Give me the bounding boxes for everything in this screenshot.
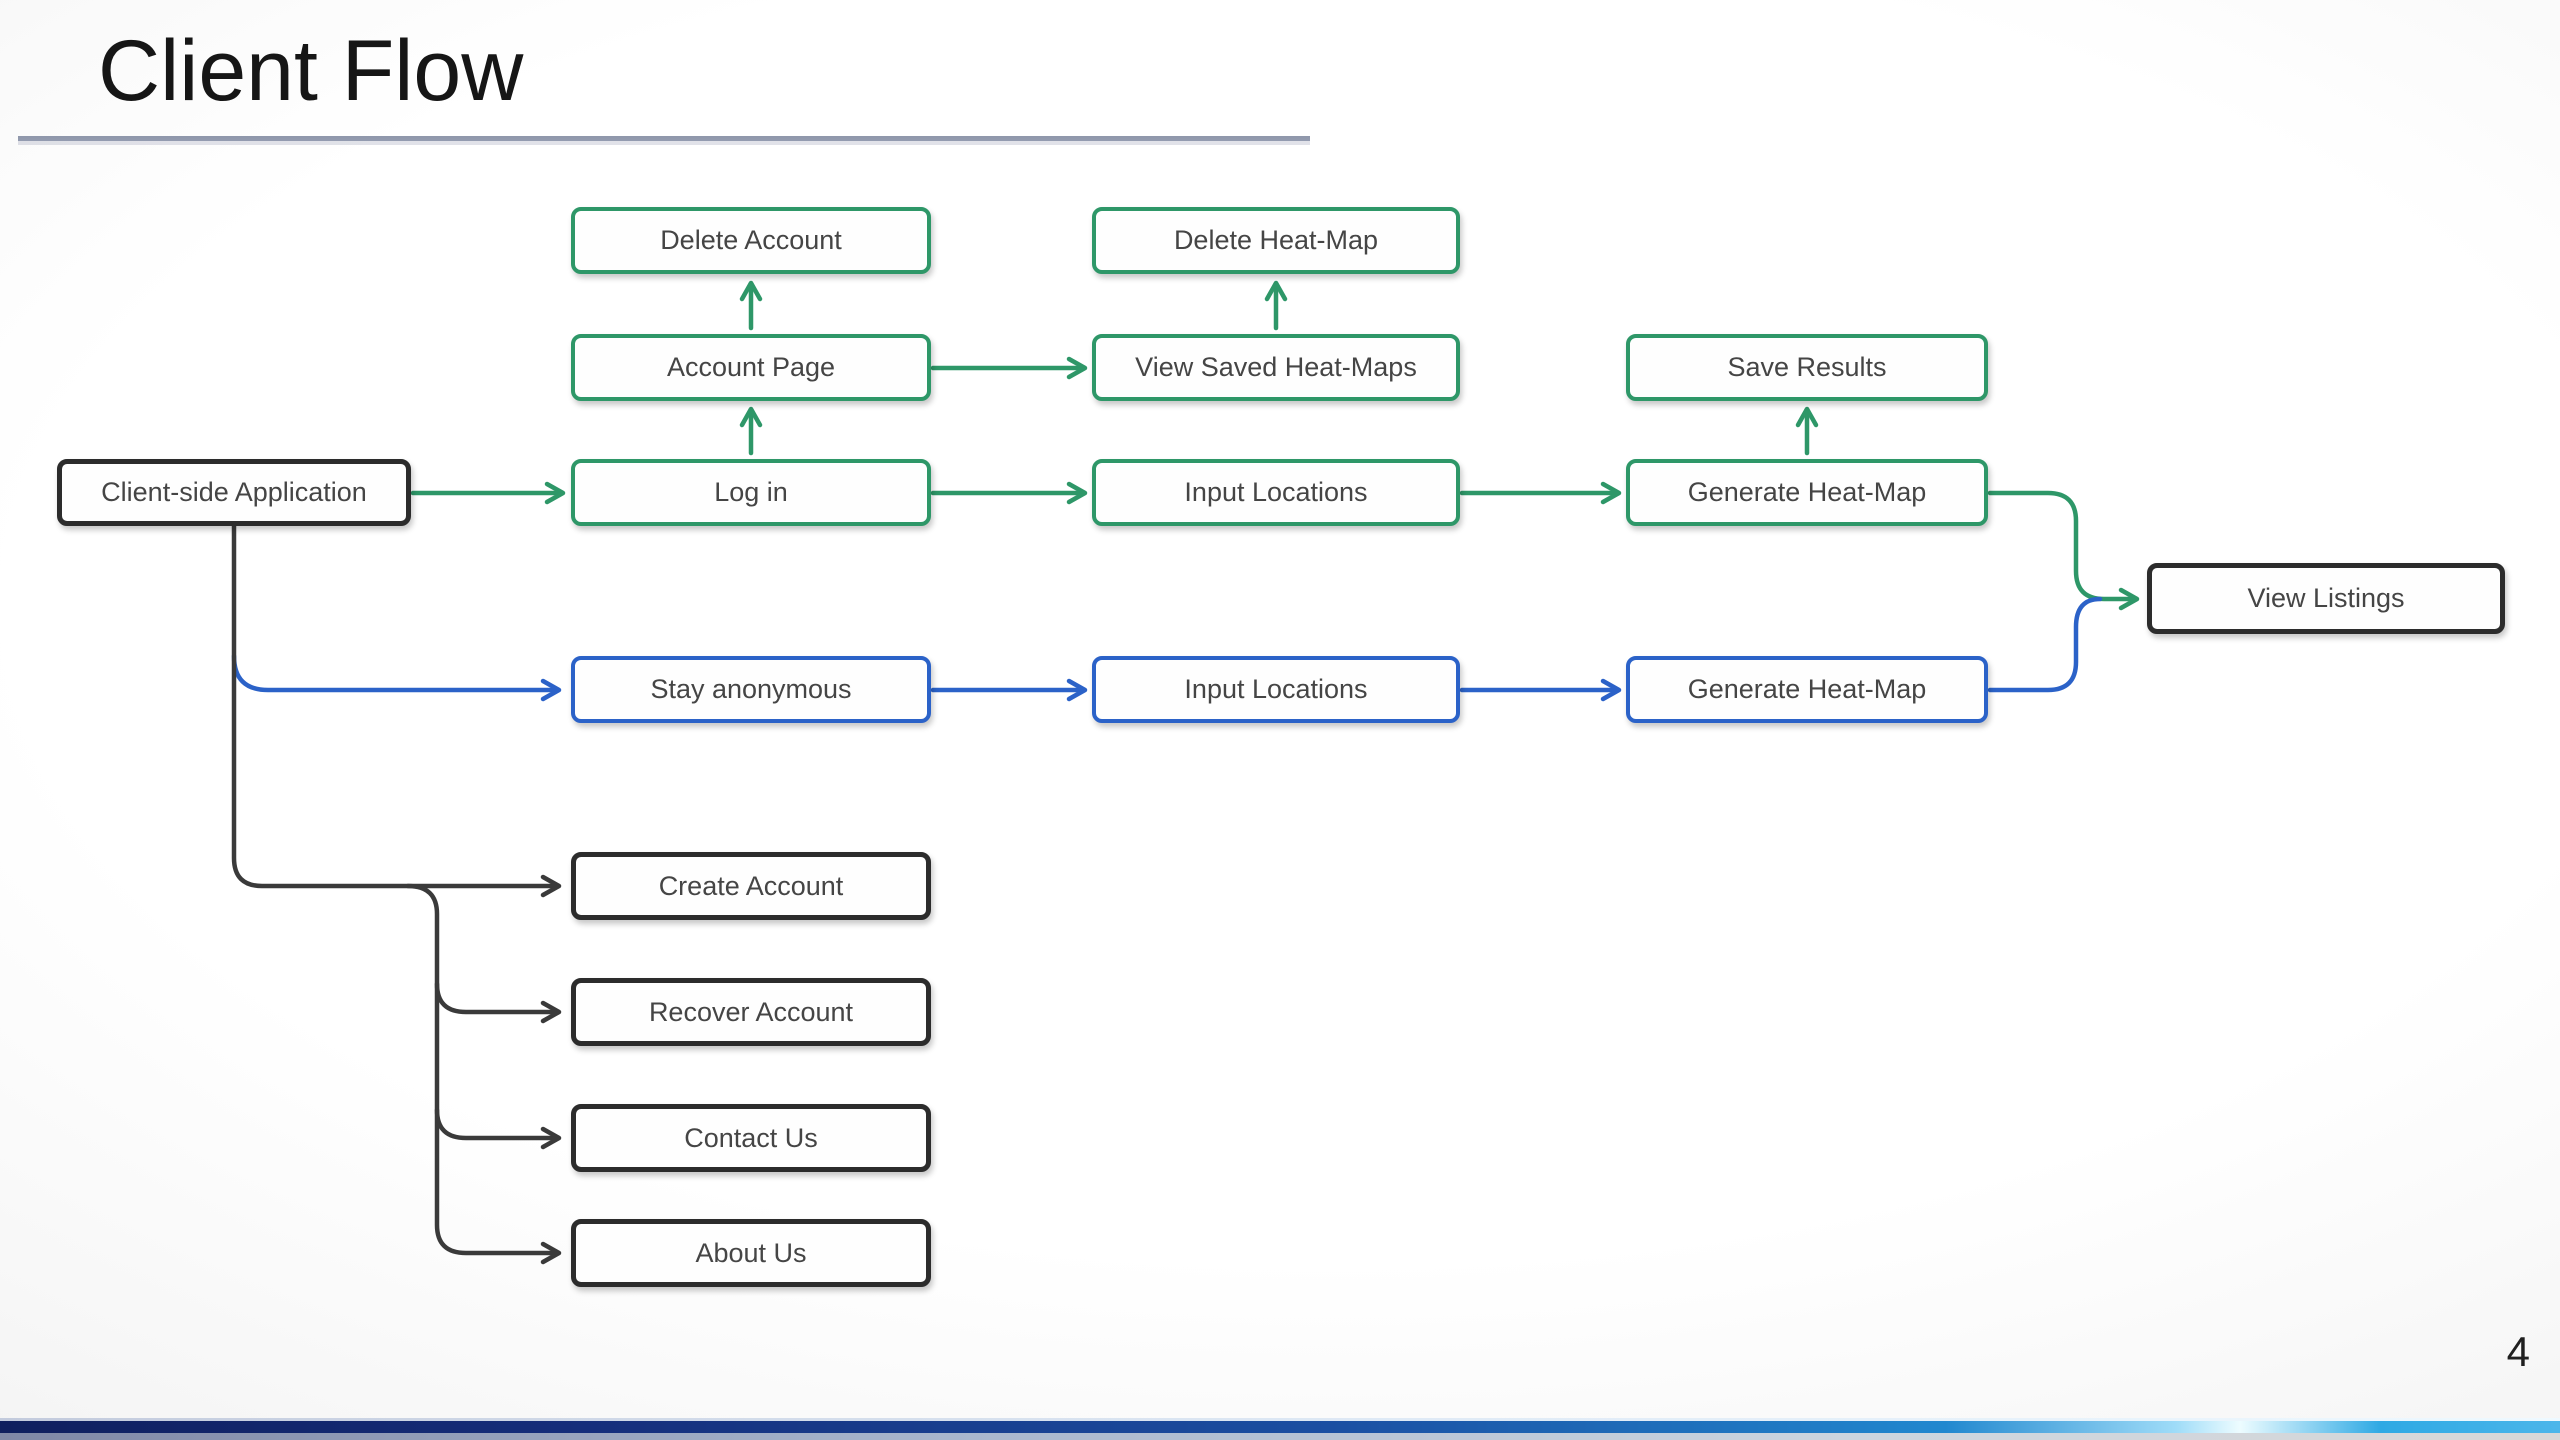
edge-csa-stayanonymous: [231, 653, 562, 702]
node-recover-account: Recover Account: [571, 978, 931, 1046]
node-input-locations-anonymous: Input Locations: [1092, 656, 1460, 723]
edge-branch-aboutus: [405, 883, 562, 1265]
black-edges: [231, 523, 562, 1265]
edge-branch-contactus: [434, 1107, 562, 1150]
node-log-in: Log in: [571, 459, 931, 526]
node-save-results: Save Results: [1626, 334, 1988, 401]
node-generate-heat-map-anonymous: Generate Heat-Map: [1626, 656, 1988, 723]
node-delete-heat-map: Delete Heat-Map: [1092, 207, 1460, 274]
node-client-side-application: Client-side Application: [57, 459, 411, 526]
edge-anon-viewlistings: [1987, 596, 2103, 693]
node-create-account: Create Account: [571, 852, 931, 920]
edge-branch-recoveraccount: [434, 981, 562, 1024]
footer-bar: [0, 1421, 2560, 1433]
node-view-listings: View Listings: [2147, 563, 2505, 634]
node-about-us: About Us: [571, 1219, 931, 1287]
footer-stripe: [0, 1418, 2560, 1421]
node-view-saved-heat-maps: View Saved Heat-Maps: [1092, 334, 1460, 401]
node-input-locations: Input Locations: [1092, 459, 1460, 526]
slide-title: Client Flow: [98, 23, 524, 119]
node-account-page: Account Page: [571, 334, 931, 401]
green-edges: [410, 280, 2140, 611]
node-delete-account: Delete Account: [571, 207, 931, 274]
footer-bottom-strip: [0, 1433, 2560, 1440]
node-stay-anonymous: Stay anonymous: [571, 656, 931, 723]
title-underline: [18, 136, 1310, 141]
page-number: 4: [2506, 1328, 2530, 1375]
edge-csa-createaccount: [231, 523, 562, 898]
node-generate-heat-map: Generate Heat-Map: [1626, 459, 1988, 526]
edge-generate-viewlistings: [1987, 490, 2140, 611]
node-contact-us: Contact Us: [571, 1104, 931, 1172]
